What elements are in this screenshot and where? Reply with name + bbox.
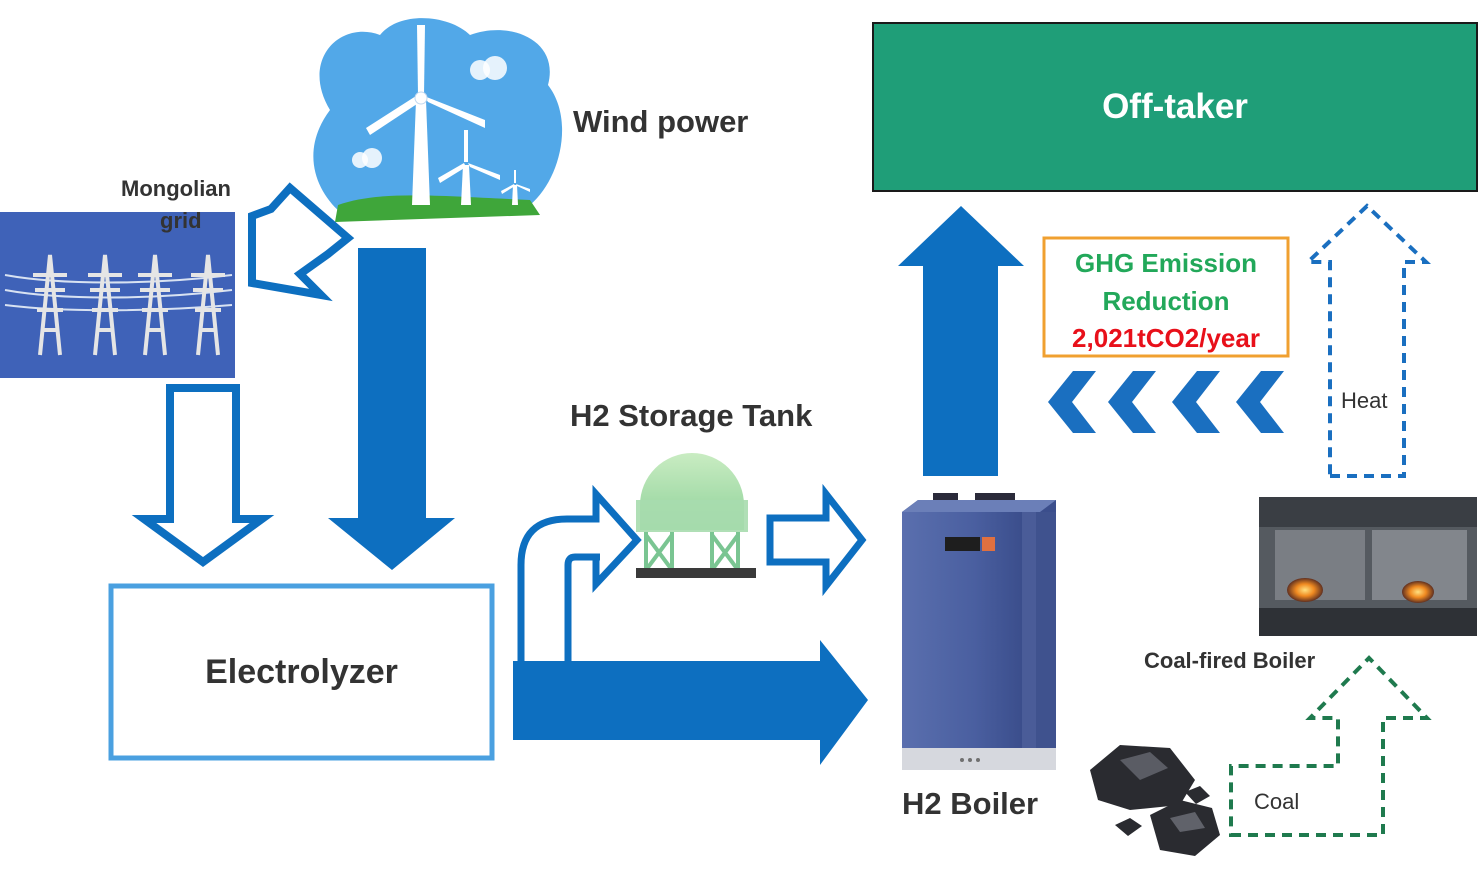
coal-fired-boiler-label: Coal-fired Boiler	[1144, 648, 1316, 673]
heat-label: Heat	[1341, 388, 1388, 413]
coal-fired-boiler-photo	[1259, 497, 1477, 636]
wind-power-illustration	[313, 18, 563, 222]
electrolyzer-to-tank-arrow	[517, 484, 642, 669]
heat-arrow	[1302, 203, 1432, 478]
electrolyzer-label-box: Electrolyzer	[111, 586, 492, 758]
ghg-box: GHG Emission Reduction 2,021tCO2/year	[1044, 238, 1288, 356]
ghg-value: 2,021tCO2/year	[1072, 323, 1260, 353]
electrolyzer-label: Electrolyzer	[205, 652, 398, 691]
off-taker-label: Off-taker	[1102, 87, 1248, 126]
mongolian-grid-label-line1: Mongolian	[121, 176, 231, 201]
tank-to-boiler-arrow	[766, 483, 867, 597]
ghg-line2: Reduction	[1102, 286, 1230, 316]
boiler-to-offtaker-arrow	[898, 206, 1024, 476]
wind-power-label: Wind power	[573, 104, 749, 139]
ghg-line1: GHG Emission	[1074, 248, 1258, 278]
coal-illustration	[1090, 745, 1220, 856]
electrolyzer-to-boiler-arrow	[513, 640, 868, 765]
mongolian-grid-illustration	[0, 212, 235, 378]
h2-boiler-illustration	[902, 493, 1056, 770]
wind-to-electrolyzer-arrow	[328, 248, 455, 570]
h2-storage-tank-label: H2 Storage Tank	[570, 398, 813, 433]
coal-label: Coal	[1254, 789, 1300, 814]
mongolian-grid-label-line2: grid	[160, 208, 202, 233]
off-taker-box-bg	[872, 22, 1478, 192]
off-taker-label-box: Off-taker	[873, 23, 1477, 191]
ghg-box-bg	[1042, 236, 1290, 358]
coal-arrow	[1229, 655, 1432, 837]
h2-boiler-label: H2 Boiler	[902, 786, 1039, 821]
chevrons	[1048, 371, 1284, 433]
h2-storage-tank-illustration	[636, 453, 756, 578]
electrolyzer-box	[108, 583, 495, 761]
wind-to-grid-arrow	[248, 182, 355, 302]
grid-to-electrolyzer-arrow	[131, 384, 275, 567]
